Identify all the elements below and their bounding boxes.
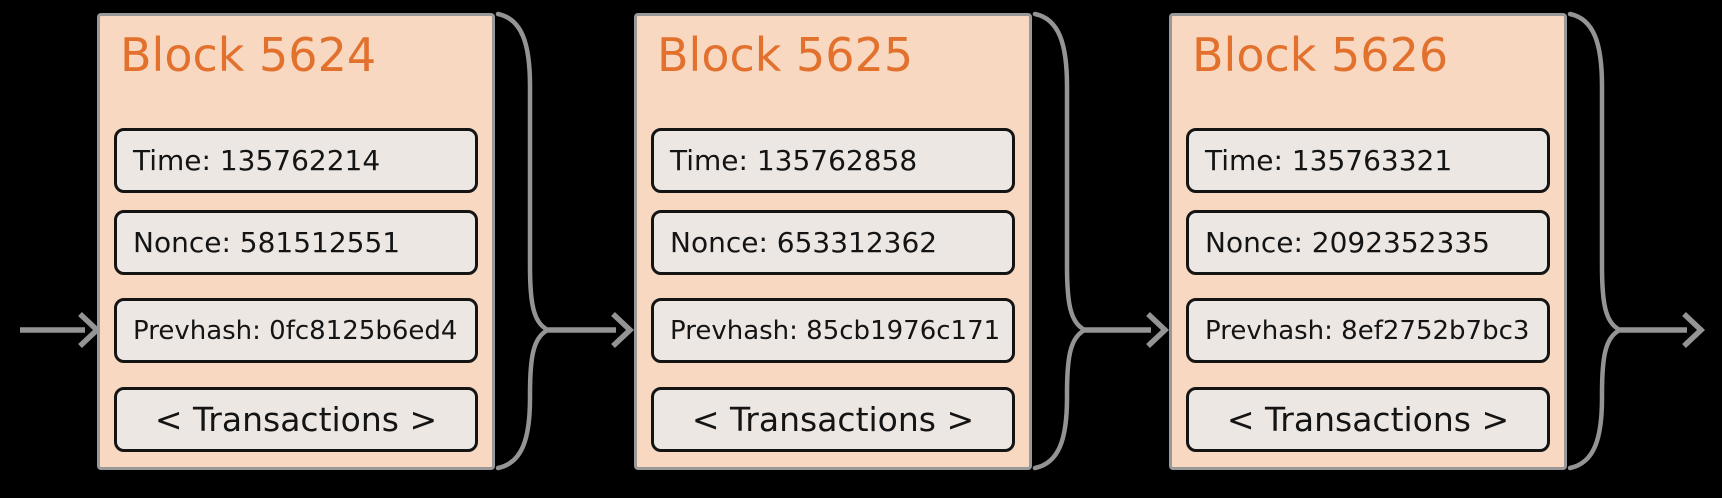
block-card-5625: Block 5625 Time: 135762858 Nonce: 653312… bbox=[634, 13, 1032, 470]
block-title: Block 5624 bbox=[120, 28, 377, 82]
hash-brace-block-5625 bbox=[1032, 11, 1170, 471]
block-title: Block 5626 bbox=[1192, 28, 1449, 82]
block-card-5624: Block 5624 Time: 135762214 Nonce: 581512… bbox=[97, 13, 495, 470]
prevhash-field: Prevhash: 8ef2752b7bc3 bbox=[1186, 298, 1550, 363]
transactions-field: < Transactions > bbox=[651, 387, 1015, 452]
time-field: Time: 135762214 bbox=[114, 128, 478, 193]
hash-brace-block-5626 bbox=[1567, 11, 1706, 471]
time-field: Time: 135763321 bbox=[1186, 128, 1550, 193]
hash-brace-block-5624 bbox=[495, 11, 635, 471]
nonce-field: Nonce: 653312362 bbox=[651, 210, 1015, 275]
transactions-field: < Transactions > bbox=[1186, 387, 1550, 452]
time-field: Time: 135762858 bbox=[651, 128, 1015, 193]
incoming-prevhash-arrow bbox=[20, 311, 102, 349]
block-card-5626: Block 5626 Time: 135763321 Nonce: 209235… bbox=[1169, 13, 1567, 470]
transactions-field: < Transactions > bbox=[114, 387, 478, 452]
nonce-field: Nonce: 2092352335 bbox=[1186, 210, 1550, 275]
block-title: Block 5625 bbox=[657, 28, 914, 82]
nonce-field: Nonce: 581512551 bbox=[114, 210, 478, 275]
prevhash-field: Prevhash: 85cb1976c171 bbox=[651, 298, 1015, 363]
prevhash-field: Prevhash: 0fc8125b6ed4 bbox=[114, 298, 478, 363]
